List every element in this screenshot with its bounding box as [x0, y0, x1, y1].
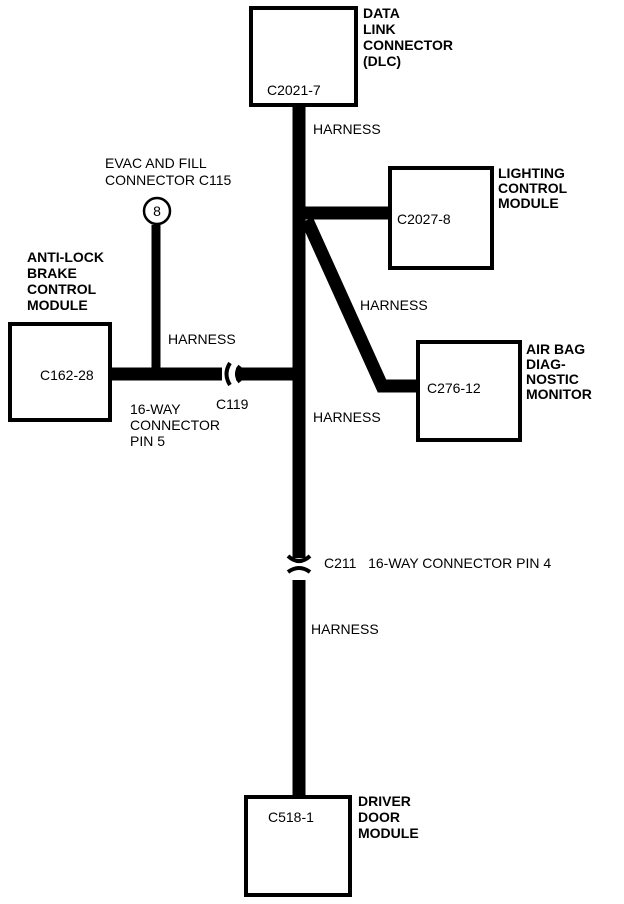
c119-id: C119 [216, 396, 249, 412]
dlc-name: DATA LINK CONNECTOR (DLC) [363, 5, 457, 69]
airbag-monitor-box [416, 340, 522, 442]
c211-connector-symbol [286, 554, 312, 574]
airbag-connector-id: C276-12 [427, 380, 481, 396]
harness-label-5: HARNESS [311, 621, 379, 637]
abs-module-box [8, 322, 112, 422]
lighting-connector-id: C2027-8 [397, 211, 451, 227]
evac-connector-circle [142, 196, 172, 226]
c119-connector-symbol [224, 361, 242, 387]
harness-label-1: HARNESS [313, 121, 381, 137]
driver-door-connector-id: C518-1 [268, 809, 314, 825]
lighting-module-box [388, 166, 494, 270]
airbag-branch-wire [301, 217, 418, 393]
abs-connector-id: C162-28 [40, 367, 94, 383]
evac-pin-number: 8 [153, 203, 161, 219]
driver-door-module-box [244, 795, 352, 897]
c211-label: C211 16-WAY CONNECTOR PIN 4 [324, 555, 551, 571]
dlc-connector-id: C2021-7 [267, 82, 321, 98]
harness-label-4: HARNESS [313, 409, 381, 425]
harness-label-2: HARNESS [360, 297, 428, 313]
driver-door-module-name: DRIVER DOOR MODULE [358, 793, 419, 841]
harness-label-3: HARNESS [168, 331, 236, 347]
lighting-module-name: LIGHTING CONTROL MODULE [498, 165, 571, 211]
evac-connector-label: EVAC AND FILL CONNECTOR C115 [105, 155, 232, 188]
c119-detail: 16-WAY CONNECTOR PIN 5 [130, 401, 224, 449]
abs-module-name: ANTI-LOCK BRAKE CONTROL MODULE [27, 249, 108, 313]
airbag-monitor-name: AIR BAG DIAG- NOSTIC MONITOR [526, 341, 592, 402]
dlc-box [249, 6, 358, 107]
